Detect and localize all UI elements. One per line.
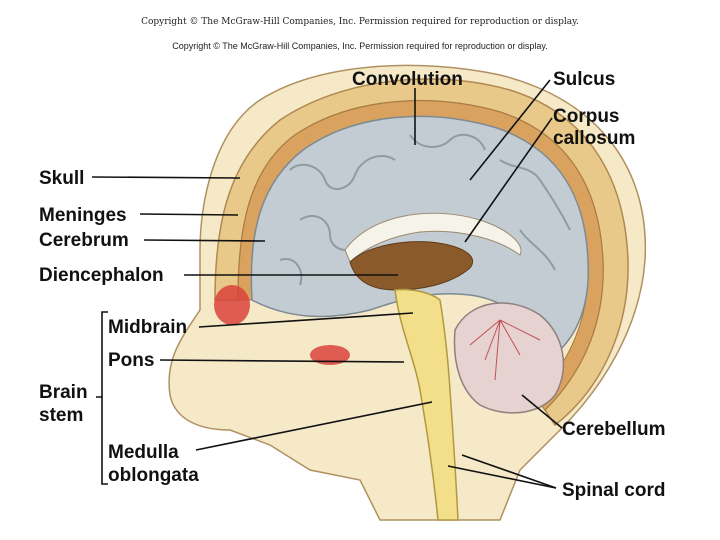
label-skull: Skull <box>39 168 84 189</box>
label-medulla: Medulla <box>108 442 179 463</box>
label-oblongata: oblongata <box>108 465 199 486</box>
label-callosum: callosum <box>553 128 635 149</box>
label-cerebellum: Cerebellum <box>562 419 665 440</box>
leader-corpus-callosum <box>464 117 553 243</box>
copyright-line-top: Copyright © The McGraw-Hill Companies, I… <box>141 17 579 27</box>
copyright-line-bottom: Copyright © The McGraw-Hill Companies, I… <box>172 41 548 51</box>
label-pons: Pons <box>108 350 154 371</box>
brainstem-shape <box>394 288 459 521</box>
leader-sulcus <box>469 79 551 181</box>
leader-spinal-cord-b <box>447 465 557 489</box>
cerebellum-folia <box>469 319 541 381</box>
brain-stem-bracket <box>96 311 108 485</box>
diencephalon-shape <box>349 241 473 291</box>
leader-pons <box>159 359 405 363</box>
cerebellum-shape <box>453 302 565 414</box>
label-midbrain: Midbrain <box>108 317 187 338</box>
label-sulcus: Sulcus <box>553 69 615 90</box>
leader-medulla <box>195 401 433 451</box>
leader-cerebellum <box>521 394 563 429</box>
label-cerebrum: Cerebrum <box>39 230 129 251</box>
leader-midbrain <box>198 312 414 328</box>
leader-meninges <box>139 213 239 216</box>
label-diencephalon: Diencephalon <box>39 265 164 286</box>
frontal-sinus <box>214 285 250 325</box>
cerebrum-shape <box>250 115 589 352</box>
label-corpus: Corpus <box>553 106 620 127</box>
leader-cerebrum <box>143 239 266 242</box>
label-meninges: Meninges <box>39 205 127 226</box>
gyri-lines <box>279 133 571 286</box>
leader-spinal-cord-a <box>461 454 557 489</box>
label-stem: stem <box>39 405 83 426</box>
sphenoid-sinus <box>310 345 350 365</box>
label-convolution: Convolution <box>352 69 463 90</box>
label-brain: Brain <box>39 382 88 403</box>
label-spinal-cord: Spinal cord <box>562 480 665 501</box>
leader-skull <box>91 176 241 179</box>
